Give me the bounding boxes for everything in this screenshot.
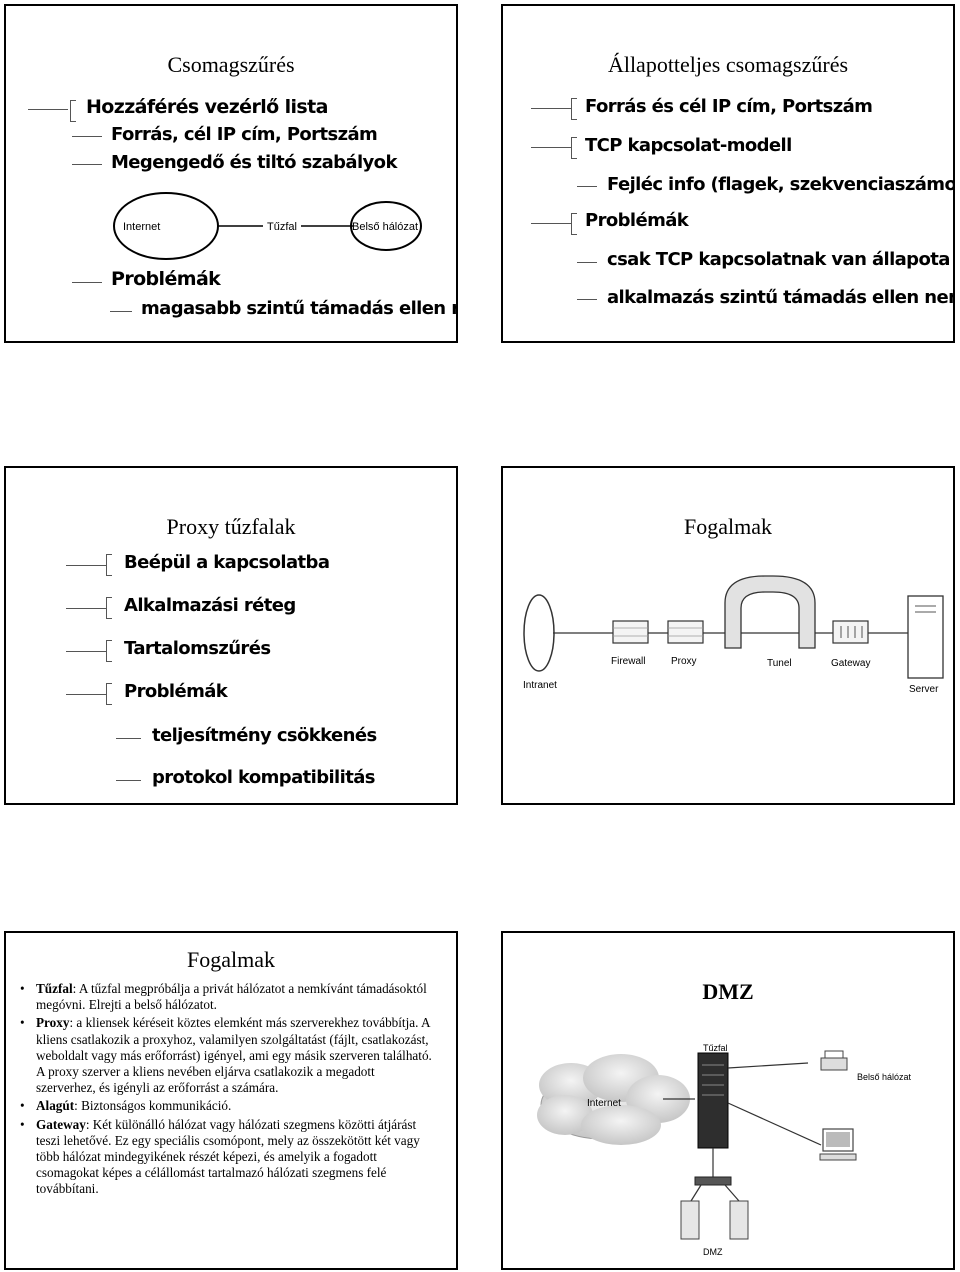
slide-title: DMZ bbox=[702, 979, 754, 1004]
definition: : Biztonságos kommunikáció. bbox=[74, 1098, 232, 1114]
list-item: Tartalomszűrés bbox=[124, 638, 271, 659]
list-item: protokol kompatibilitás bbox=[152, 767, 375, 788]
slide-title: Fogalmak bbox=[187, 947, 275, 972]
list-item: Alagút: Biztonságos kommunikáció. bbox=[20, 1098, 435, 1114]
proxy-label: Proxy bbox=[671, 656, 697, 667]
list-item: Problémák bbox=[124, 681, 228, 702]
internal-network bbox=[350, 201, 422, 251]
list-item: Beépül a kapcsolatba bbox=[124, 552, 330, 573]
printer-icon bbox=[820, 1050, 848, 1071]
slide-title: Proxy tűzfalak bbox=[166, 514, 296, 539]
slide-title: Fogalmak bbox=[684, 514, 772, 539]
term: Alagút bbox=[36, 1098, 75, 1114]
link-line bbox=[727, 1102, 822, 1146]
slide-title: Állapotteljes csomagszűrés bbox=[607, 52, 849, 77]
slide-title: Csomagszűrés bbox=[167, 52, 295, 77]
list-item: teljesítmény csökkenés bbox=[152, 725, 377, 746]
firewall-label: Firewall bbox=[611, 656, 645, 667]
slide-proxy-firewalls: Proxy tűzfalak Beépül a kapcsolatba Alka… bbox=[4, 466, 458, 805]
definition: : Két különálló hálózat vagy hálózati sz… bbox=[36, 1116, 420, 1197]
list-item: alkalmazás szintű támadás ellen nem véd bbox=[607, 287, 953, 308]
list-item: Gateway: Két különálló hálózat vagy háló… bbox=[20, 1117, 435, 1198]
list-item: Problémák bbox=[585, 210, 689, 231]
firewall-label: Tűzfal bbox=[703, 1043, 728, 1053]
concept-list: Tűzfal: A tűzfal megpróbálja a privát há… bbox=[20, 981, 435, 1200]
server-label: Server bbox=[909, 684, 939, 695]
term: Tűzfal bbox=[36, 981, 73, 996]
link-line bbox=[727, 1062, 809, 1069]
switch-icon bbox=[694, 1176, 732, 1186]
computer-icon bbox=[819, 1128, 857, 1161]
list-item: Tűzfal: A tűzfal megpróbálja a privát há… bbox=[20, 981, 435, 1013]
list-item: magasabb szintű támadás ellen nem véd bbox=[141, 298, 456, 319]
proxy-device bbox=[667, 620, 704, 644]
packet-filter-diagram: Internet Tűzfal Belső hálózat bbox=[113, 192, 422, 260]
dmz-label: DMZ bbox=[703, 1247, 723, 1257]
definition: : a kliensek kéréseit köztes elemként má… bbox=[36, 1015, 432, 1096]
internet-cloud bbox=[537, 1054, 690, 1145]
list-item: csak TCP kapcsolatnak van állapota bbox=[607, 249, 950, 270]
list-item: Megengedő és tiltó szabályok bbox=[111, 152, 397, 173]
list-item: Forrás és cél IP cím, Portszám bbox=[585, 96, 873, 117]
definition: : A tűzfal megpróbálja a privát hálózato… bbox=[36, 981, 427, 1013]
intranet-cloud bbox=[523, 594, 555, 672]
proxy-tunnel-diagram: Intranet Firewall Proxy Tunel Gateway Se… bbox=[523, 575, 944, 695]
slide-stateful-filtering: Állapotteljes csomagszűrés Forrás és cél… bbox=[501, 4, 955, 343]
internal-network-label: Belső hálózat bbox=[857, 1072, 912, 1082]
tunnel-shape bbox=[724, 575, 816, 649]
list-item: Proxy: a kliensek kéréseit köztes elemké… bbox=[20, 1015, 435, 1096]
gateway-label: Gateway bbox=[831, 658, 870, 669]
dmz-diagram: Internet Tűzfal Belső hálózat DMZ bbox=[537, 1043, 912, 1257]
term: Gateway bbox=[36, 1116, 86, 1132]
firewall-label: Tűzfal bbox=[267, 221, 297, 233]
list-item: Alkalmazási réteg bbox=[124, 595, 296, 616]
slide-dmz: DMZ Internet Tűzfal bbox=[501, 931, 955, 1270]
dmz-server-icon bbox=[680, 1200, 749, 1240]
firewall-device bbox=[612, 620, 649, 644]
slide-concepts-diagram: Fogalmak Intranet Firewall Proxy Tunel G… bbox=[501, 466, 955, 805]
firewall-rack-icon bbox=[697, 1052, 729, 1149]
internal-network-label: Belső hálózat bbox=[352, 221, 418, 233]
slide-packet-filtering: Csomagszűrés Hozzáférés vezérlő lista Fo… bbox=[4, 4, 458, 343]
internet-label: Internet bbox=[123, 221, 160, 233]
term: Proxy bbox=[36, 1015, 70, 1031]
tunnel-label: Tunel bbox=[767, 658, 792, 669]
list-item: Hozzáférés vezérlő lista bbox=[86, 96, 328, 118]
list-item: TCP kapcsolat-modell bbox=[585, 135, 792, 156]
gateway-device bbox=[832, 620, 869, 644]
list-item: Fejléc info (flagek, szekvenciaszámok) v… bbox=[607, 174, 953, 195]
list-item: Problémák bbox=[111, 268, 221, 290]
internet-label: Internet bbox=[587, 1098, 621, 1109]
slide-concepts-text: Fogalmak Tűzfal: A tűzfal megpróbálja a … bbox=[4, 931, 458, 1270]
server-icon bbox=[907, 595, 944, 679]
list-item: Forrás, cél IP cím, Portszám bbox=[111, 124, 378, 145]
intranet-label: Intranet bbox=[523, 680, 557, 691]
